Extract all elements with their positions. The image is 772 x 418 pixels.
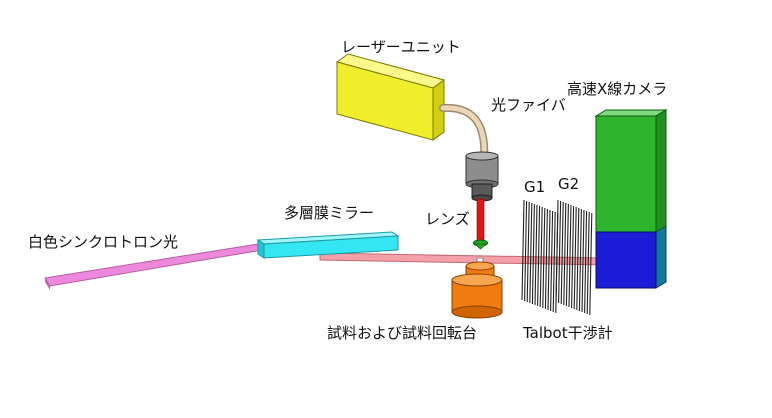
- mirror-label: 多層膜ミラー: [284, 204, 375, 222]
- laser-beam: [476, 198, 485, 242]
- talbot-label: Talbot干渉計: [523, 324, 613, 342]
- laser-unit-label: レーザーユニット: [341, 38, 461, 56]
- optical-fiber-label: 光ファイバ: [491, 96, 566, 114]
- lens-icon: [473, 239, 488, 250]
- grating-g2: [555, 199, 593, 316]
- grating-g1-label: G1: [524, 178, 546, 196]
- xray-camera: [594, 109, 668, 289]
- multilayer-mirror: [256, 231, 400, 259]
- lens-label: レンズ: [425, 210, 470, 228]
- synchrotron-label: 白色シンクロトロン光: [28, 233, 179, 251]
- grating-g2-label: G2: [558, 175, 580, 193]
- optical-fiber: [439, 103, 489, 164]
- camera-label: 高速X線カメラ: [567, 80, 668, 98]
- fiber-collimator: [465, 151, 499, 202]
- sample-stage-label: 試料および試料回転台: [327, 324, 478, 342]
- laser-unit: [335, 53, 446, 141]
- sample-stage: [451, 257, 503, 319]
